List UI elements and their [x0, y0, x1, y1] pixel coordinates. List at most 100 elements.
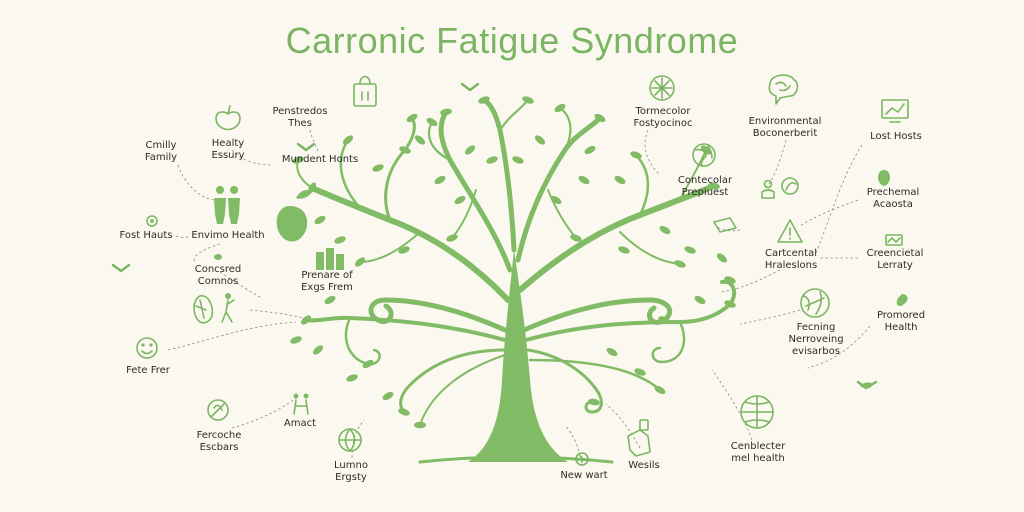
leaf — [614, 175, 626, 185]
globe-icon — [740, 395, 774, 429]
tree-branch — [304, 315, 507, 342]
leaf-icon — [896, 294, 908, 306]
bar-chart-icon — [316, 248, 344, 270]
leaf-icon — [214, 254, 222, 260]
diagram-title: Carronic Fatigue Syndrome — [285, 20, 739, 61]
leaf — [334, 236, 346, 244]
leaf — [534, 135, 546, 145]
label-wesils: Wesils — [628, 460, 660, 471]
leaf — [372, 164, 384, 172]
tree-ground — [418, 455, 614, 464]
label-promored-health: Promored Health — [876, 310, 926, 333]
connector-line — [177, 164, 215, 201]
label-fercoche-escbars: Fercoche Escbars — [196, 430, 242, 453]
leaf — [362, 359, 374, 369]
leaf — [446, 234, 458, 242]
connector-line — [763, 139, 787, 191]
label-fecning-nerroveing-evisarbos: Fecning Nerroveing evisarbos — [788, 322, 844, 357]
connector-line — [565, 425, 583, 467]
label-mundent-honts: Mundent Honts — [281, 154, 359, 165]
brain-icon — [768, 74, 799, 105]
label-prenare-ol-exgs-frem: Prenare of Exgs Frem — [301, 270, 353, 293]
label-tormecolor-fostyocinoc: Tormecolor Fostyocinoc — [633, 106, 693, 129]
hand-icon — [627, 419, 651, 457]
label-cenblecter-mel-health: Cenblecter mel health — [730, 441, 786, 464]
label-lumno-ergsty: Lumno Ergsty — [334, 460, 368, 483]
label-concsred-comnos: Concsred Comnos — [194, 264, 242, 287]
leaf — [694, 295, 706, 305]
globe-icon — [338, 428, 362, 452]
leaf — [440, 108, 452, 116]
tree-branch — [526, 348, 603, 414]
tree-branch — [524, 279, 737, 342]
label-environmental-boconerberit: Environmental Boconerberit — [748, 116, 822, 139]
leaf — [550, 195, 562, 205]
people-icon — [214, 186, 240, 224]
tree-branch — [438, 109, 513, 273]
leaf — [708, 182, 720, 190]
connector-line — [799, 199, 859, 227]
card-icon — [713, 217, 737, 233]
connector-line — [219, 271, 263, 299]
connector-line — [167, 321, 297, 351]
leaf — [478, 96, 490, 104]
tree-branch — [634, 153, 650, 217]
connector-line — [807, 325, 871, 369]
compass-icon — [649, 75, 675, 101]
label-fete-frer: Fete Frer — [126, 365, 170, 376]
leaf-icon — [781, 177, 799, 195]
leaf — [570, 234, 582, 242]
leaf — [512, 156, 524, 164]
leaf — [414, 135, 426, 145]
tree-branch — [558, 106, 572, 152]
tree-branch — [399, 348, 507, 414]
connector-line — [715, 225, 741, 232]
tree-branch — [419, 354, 506, 426]
connector-line — [711, 369, 753, 441]
connector-line — [175, 235, 191, 238]
lock-icon — [353, 75, 377, 107]
leaf — [522, 96, 534, 104]
leaf — [654, 385, 666, 395]
leaf — [588, 398, 600, 406]
leaf — [399, 146, 411, 154]
label-creencietal-lerraty: Creencietal Lerraty — [866, 248, 924, 271]
connector-line — [644, 129, 661, 176]
label-cartcental-hraleslons: Cartcental Hraleslons — [764, 248, 818, 271]
tree-branch — [481, 97, 517, 253]
label-penstredos-thes: Penstredos Thes — [272, 106, 328, 129]
leaf — [314, 215, 326, 225]
leaf — [312, 345, 324, 355]
tree-branch — [344, 316, 381, 366]
label-lost-hosts: Lost Hosts — [870, 131, 922, 142]
connector-line — [231, 397, 297, 429]
tree-branch — [309, 185, 511, 303]
smiley-icon — [136, 337, 158, 359]
connector-lines — [167, 129, 871, 467]
person-icon — [761, 179, 775, 199]
connector-line — [739, 309, 801, 325]
tree-branch — [498, 98, 530, 132]
tree — [296, 97, 737, 464]
leaf — [578, 175, 590, 185]
label-healty-essury: Healty Essury — [211, 138, 245, 161]
leaf — [382, 391, 394, 401]
leaf — [290, 336, 302, 344]
globe-icon — [692, 143, 716, 167]
label-prechemal-acaosta: Prechemal Acaosta — [866, 187, 920, 210]
leaf — [398, 246, 410, 254]
label-cmilly-family: Cmilly Family — [144, 140, 178, 163]
leaf-icon — [878, 170, 890, 186]
leaf — [674, 260, 686, 268]
leaf — [716, 253, 728, 263]
apple-icon — [215, 105, 241, 131]
connector-line — [231, 149, 273, 166]
leaf — [630, 151, 642, 159]
leaf — [618, 246, 630, 254]
leaf — [486, 156, 498, 164]
leaf — [724, 276, 736, 284]
chart-icon — [881, 99, 909, 123]
wave-icon — [885, 234, 903, 246]
leaf — [464, 145, 476, 155]
